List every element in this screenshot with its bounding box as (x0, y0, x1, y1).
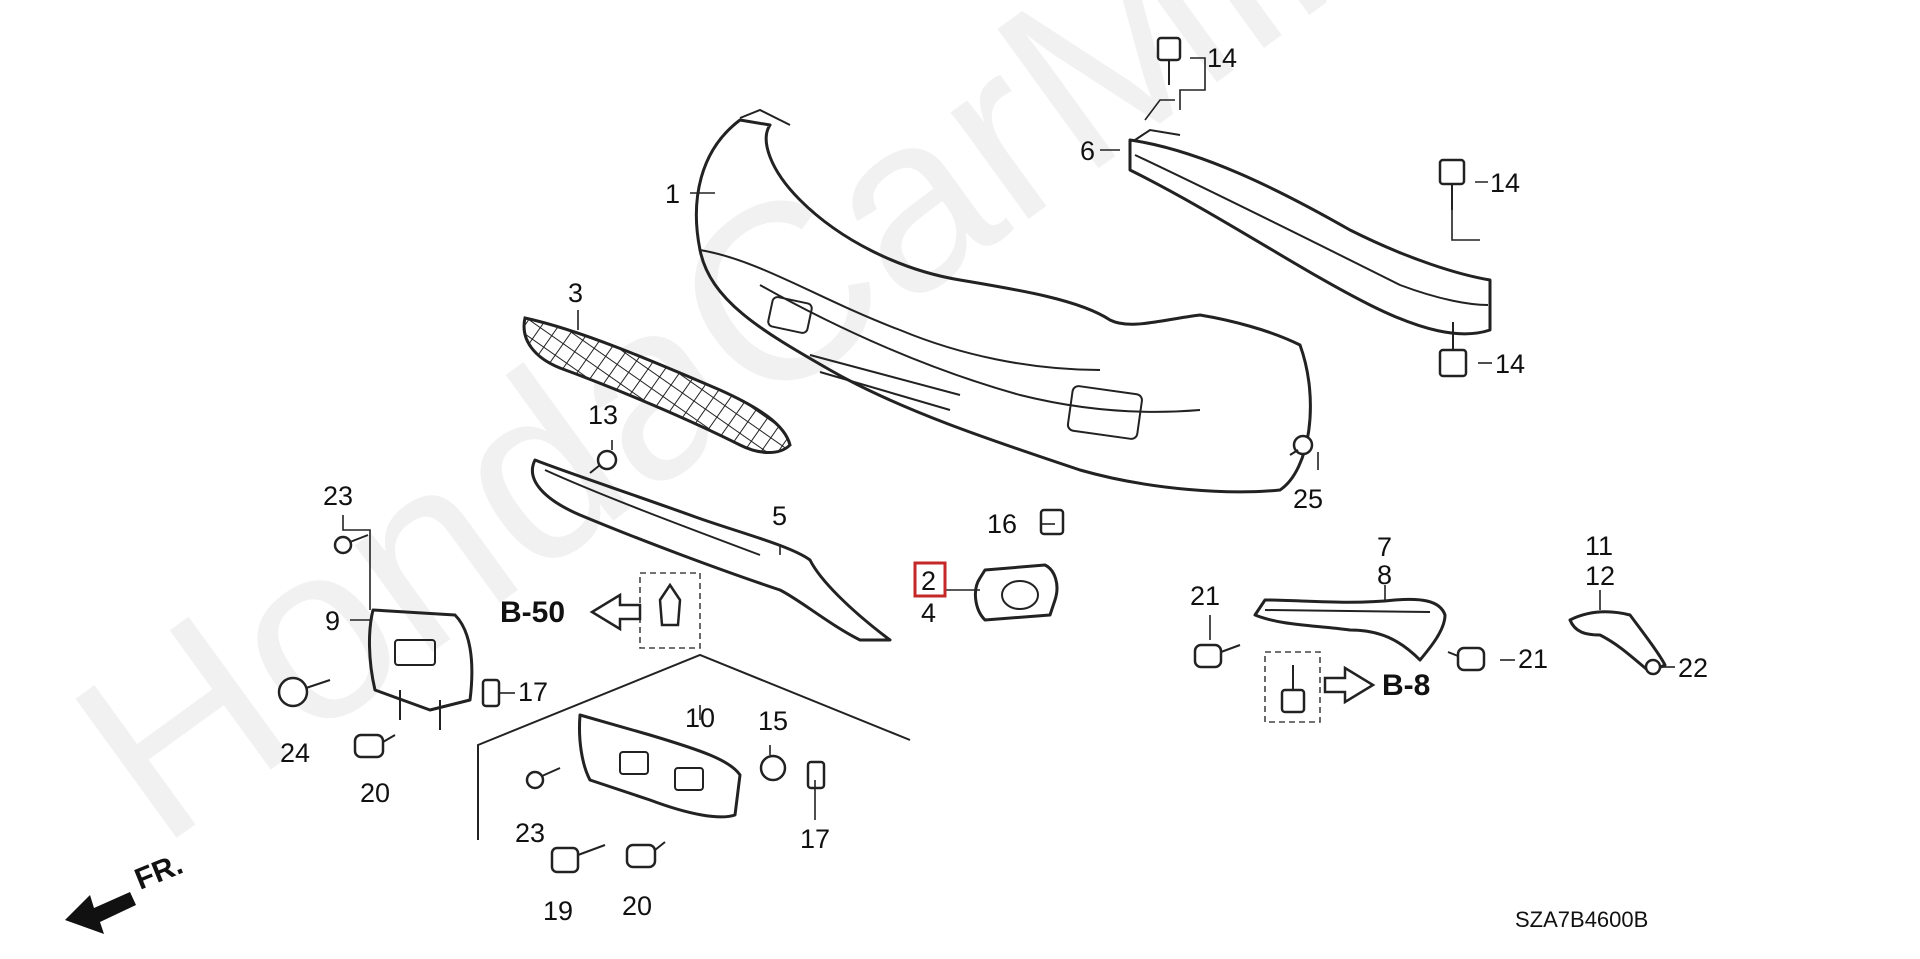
bumper-face-part[interactable] (694, 108, 1312, 494)
leader-lines (342, 57, 1675, 820)
ref-tag-b8: B-8 (1382, 669, 1430, 702)
screw-22[interactable] (1644, 658, 1662, 676)
callout-20a[interactable]: 20 (360, 778, 390, 808)
callout-14c[interactable]: 14 (1495, 349, 1525, 379)
clip-16[interactable] (1039, 508, 1065, 536)
callout-21a[interactable]: 21 (1190, 581, 1220, 611)
callout-16[interactable]: 16 (987, 509, 1017, 539)
callout-6[interactable]: 6 (1080, 136, 1095, 166)
callout-2[interactable]: 2 (921, 566, 936, 596)
callout-7[interactable]: 7 (1377, 532, 1392, 562)
bolt-20-right[interactable] (625, 841, 666, 869)
push-clip-b8[interactable] (1264, 651, 1321, 723)
clip-17-right[interactable] (806, 760, 826, 790)
ref-arrow-b8[interactable]: B-8 (1323, 665, 1430, 705)
callout-20b[interactable]: 20 (622, 891, 652, 921)
front-indicator: FR. (65, 848, 187, 934)
screw-23-lower[interactable] (525, 767, 561, 790)
nut-15[interactable] (759, 754, 787, 782)
lower-grille-part[interactable] (522, 316, 792, 454)
callout-11[interactable]: 11 (1585, 531, 1613, 561)
bolt-24[interactable] (277, 676, 331, 708)
highlight-box (913, 561, 947, 598)
lower-trim-part[interactable] (530, 458, 892, 642)
diagram-code: SZA7B4600B (1515, 907, 1648, 932)
callout-17a[interactable]: 17 (518, 677, 548, 707)
bolt-19[interactable] (550, 844, 606, 874)
callout-19[interactable]: 19 (543, 896, 573, 926)
callout-4[interactable]: 4 (921, 598, 936, 628)
bolt-14-mid[interactable] (1438, 158, 1466, 210)
screw-23-upper[interactable] (333, 534, 369, 555)
callout-15[interactable]: 15 (758, 706, 788, 736)
clip-17-left[interactable] (481, 678, 501, 708)
fog-light-cover-part[interactable] (973, 563, 1059, 622)
bolt-21-left[interactable] (1193, 643, 1241, 669)
callout-labels: 1 2 3 4 5 6 7 8 9 10 11 12 13 14 14 14 1… (280, 43, 1708, 926)
license-plate-base-part[interactable] (578, 713, 742, 819)
callout-13[interactable]: 13 (588, 400, 618, 430)
license-bracket-part[interactable] (368, 608, 474, 730)
front-arrow-icon (65, 892, 136, 934)
screw-25[interactable] (1289, 434, 1314, 456)
bolt-21-right[interactable] (1447, 646, 1486, 672)
callout-8[interactable]: 8 (1377, 560, 1392, 590)
callout-3[interactable]: 3 (568, 278, 583, 308)
callout-5[interactable]: 5 (772, 501, 787, 531)
ref-tag-b50: B-50 (500, 596, 565, 629)
screw-13[interactable] (589, 449, 618, 474)
bolt-14-low[interactable] (1438, 322, 1468, 378)
callout-21b[interactable]: 21 (1518, 644, 1548, 674)
callout-25[interactable]: 25 (1293, 484, 1323, 514)
callout-1[interactable]: 1 (665, 179, 680, 209)
callout-24[interactable]: 24 (280, 738, 310, 768)
callout-23a[interactable]: 23 (323, 481, 353, 511)
callout-22[interactable]: 22 (1678, 653, 1708, 683)
bolt-20-left[interactable] (353, 733, 396, 759)
callout-10[interactable]: 10 (685, 703, 715, 733)
callout-23b[interactable]: 23 (515, 818, 545, 848)
callout-12[interactable]: 12 (1585, 561, 1615, 591)
callout-9[interactable]: 9 (325, 606, 340, 636)
callout-17b[interactable]: 17 (800, 824, 830, 854)
ref-arrow-b50[interactable]: B-50 (500, 592, 642, 632)
bumper-absorber-part[interactable] (1128, 128, 1492, 336)
inset-border (477, 653, 911, 840)
side-spacer-part[interactable] (1253, 597, 1447, 662)
callout-14b[interactable]: 14 (1490, 168, 1520, 198)
push-clip-b50[interactable] (639, 572, 701, 649)
bolt-14-top[interactable] (1156, 36, 1182, 85)
callout-14a[interactable]: 14 (1207, 43, 1237, 73)
